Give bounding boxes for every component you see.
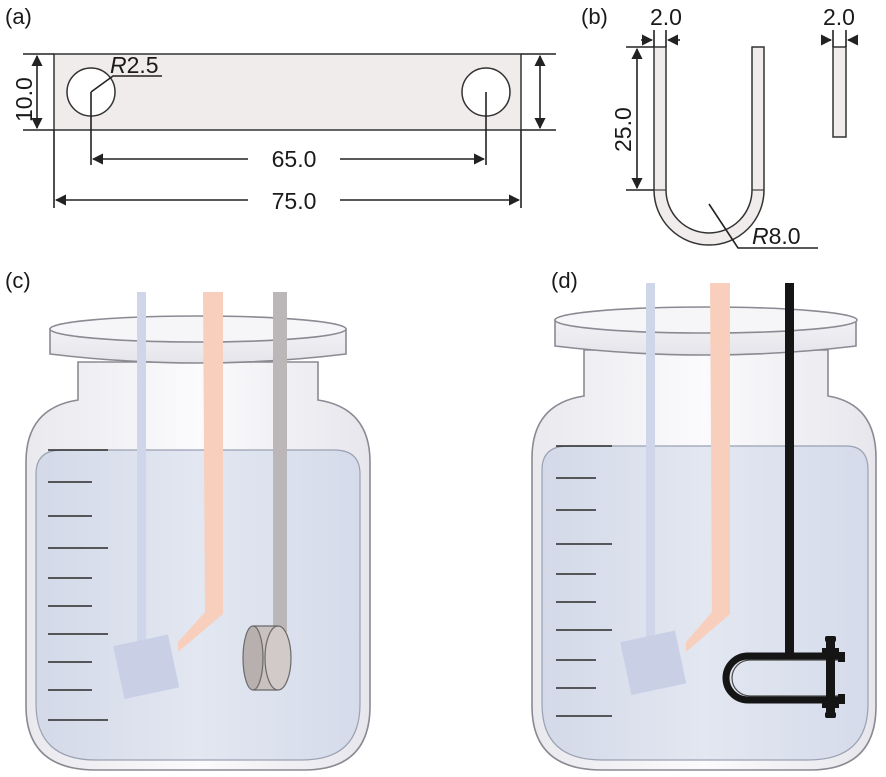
holder-rod-black: [785, 283, 794, 657]
reference-tube-salmon: [178, 292, 223, 652]
panel-a: (a) R2.5 10.0 65.0 75.0: [5, 4, 556, 214]
jar-lid-top: [554, 306, 858, 334]
electrode-tube-blue: [137, 292, 146, 642]
square-specimen-icon: [620, 630, 687, 696]
u-shape-specimen-icon: [653, 46, 765, 246]
graduation-scale: [48, 449, 108, 721]
panel-b-label: (b): [581, 4, 608, 29]
solution: [541, 445, 869, 761]
radius-label-b: R8.0: [752, 223, 801, 249]
disc-specimen-icon: [242, 625, 292, 691]
radius-leader-a: [90, 75, 162, 93]
u-shape-specimen-holder-icon: [722, 636, 845, 718]
radius-leader-b: [708, 203, 818, 249]
reference-tube-salmon: [686, 283, 730, 652]
panel-a-label: (a): [5, 4, 32, 29]
jar-lid-top: [49, 315, 347, 343]
plate-specimen: [53, 53, 522, 131]
height-label-a: 10.0: [11, 77, 37, 122]
specimen-rod-gray: [273, 292, 287, 632]
length-label: 75.0: [272, 188, 317, 214]
solution: [35, 449, 361, 761]
leg-height-label: 25.0: [610, 107, 636, 152]
graduation-scale: [556, 445, 612, 717]
hole-spacing-label: 65.0: [272, 146, 317, 172]
panel-c: (c): [5, 268, 371, 771]
electrode-tube-blue: [646, 283, 655, 638]
side-thickness-label: 2.0: [823, 4, 855, 30]
panel-b: (b) 2.0 2.0 25.0 R8.0: [581, 4, 859, 249]
square-specimen-icon: [113, 634, 180, 700]
thickness-label-b: 2.0: [650, 4, 682, 30]
side-view-bar: [832, 46, 847, 138]
panel-d-label: (d): [551, 268, 578, 293]
panel-c-label: (c): [5, 268, 31, 293]
radius-label-a: R2.5: [110, 52, 159, 78]
panel-d: (d): [531, 268, 877, 771]
